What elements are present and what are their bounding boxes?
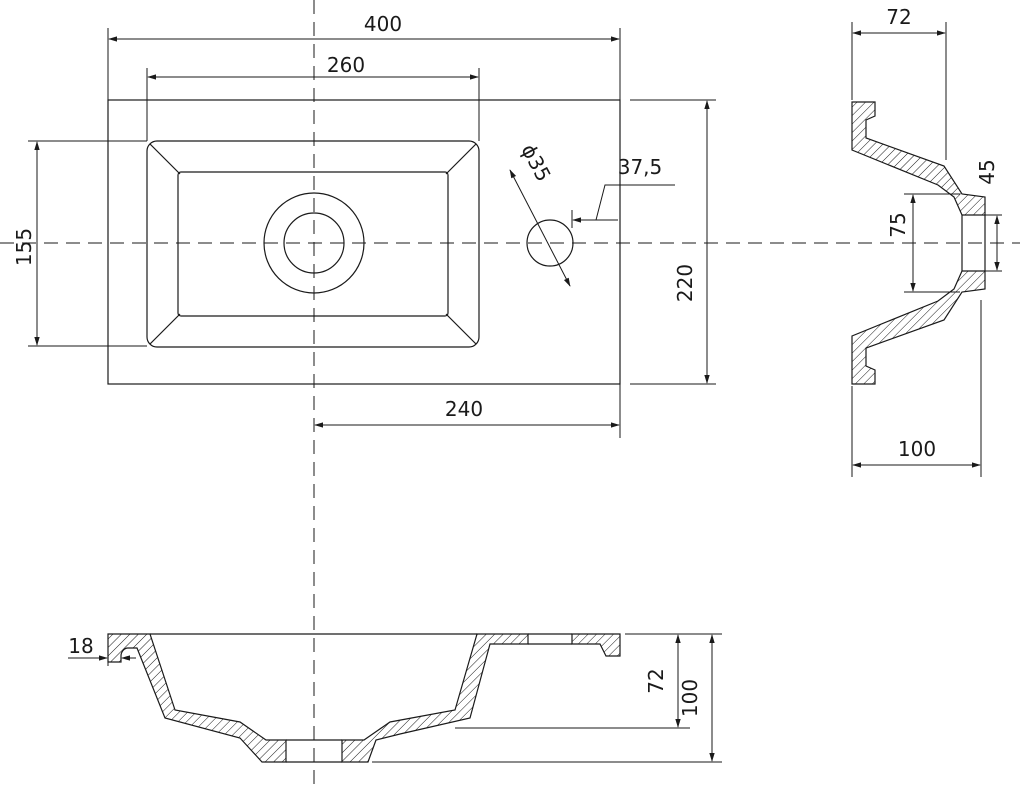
dimension-100-front-label: 100 <box>678 679 702 717</box>
dimension-400-label: 400 <box>364 12 402 36</box>
side-section-upper <box>851 101 986 216</box>
dimension-220-label: 220 <box>673 264 697 302</box>
dimension-155-label: 155 <box>12 228 36 266</box>
basin-corner-line <box>445 313 477 345</box>
front-section-view <box>107 633 621 763</box>
drain-inner-circle <box>283 212 345 274</box>
top-view-dimensions: 400 260 155 220 240 ɸ35 37,5 <box>12 12 716 438</box>
front-section-rim-right <box>571 633 621 657</box>
front-view-dimensions: 18 72 100 <box>68 633 722 763</box>
side-view <box>851 101 986 385</box>
dimension-37-5-label: 37,5 <box>618 155 663 179</box>
top-view-outline <box>107 99 621 385</box>
dimension-260-label: 260 <box>327 53 365 77</box>
dimension-72-label: 72 <box>886 5 911 29</box>
basin-corner-line <box>445 143 477 175</box>
tap-hole-diameter-label: ɸ35 <box>517 140 556 185</box>
dimension-45-label: 45 <box>975 159 999 184</box>
dimension-240-label: 240 <box>445 397 483 421</box>
top-view <box>107 99 621 385</box>
dimension-18-label: 18 <box>68 634 93 658</box>
dimension-75-label: 75 <box>886 212 910 237</box>
dimension-37-5-leader <box>595 184 675 221</box>
side-view-dimensions: 72 45 75 100 <box>851 5 1002 477</box>
basin-corner-line <box>149 143 181 175</box>
basin-outer-rim <box>146 140 480 348</box>
front-section-left <box>107 633 287 763</box>
dimension-72-front-label: 72 <box>644 668 668 693</box>
drain-outer-circle <box>263 192 365 294</box>
tap-hole-leader <box>509 169 571 287</box>
dimension-100-label: 100 <box>898 437 936 461</box>
basin-floor <box>177 171 449 317</box>
side-section-lower <box>851 270 986 385</box>
basin-corner-line <box>149 313 181 345</box>
front-section-right <box>341 633 529 763</box>
